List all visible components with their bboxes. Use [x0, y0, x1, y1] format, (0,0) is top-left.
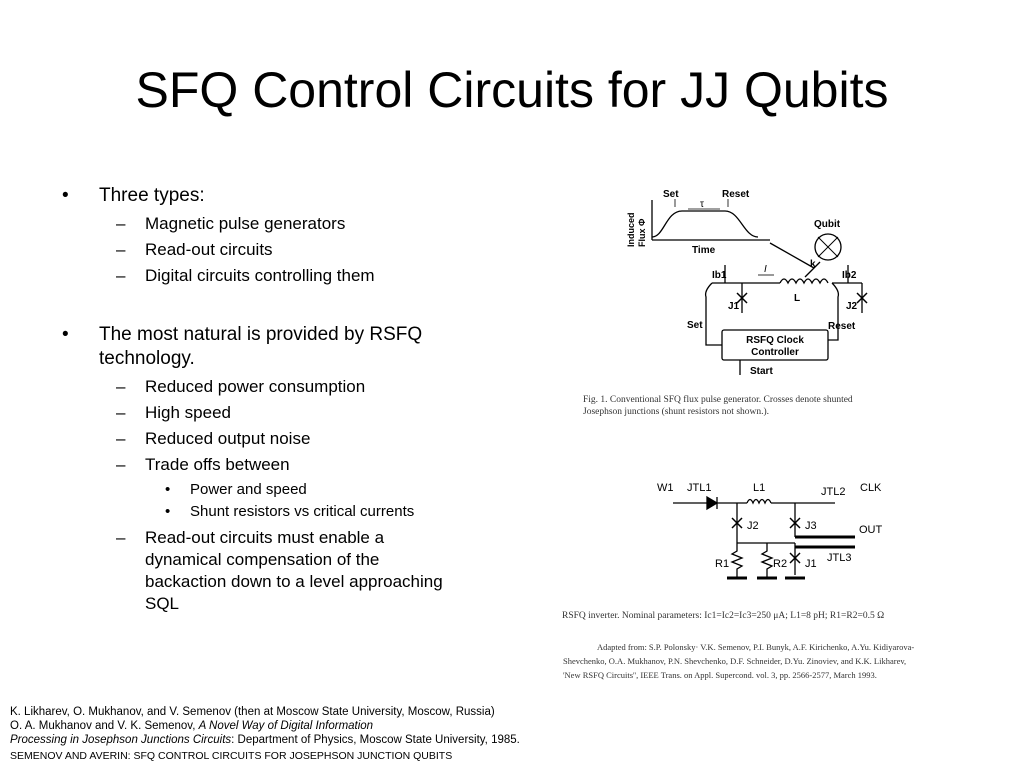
label-w1: W1: [657, 482, 674, 494]
inductor-L: [779, 278, 829, 285]
label-j3: J3: [805, 520, 817, 532]
bullet-power: Reduced power consumption: [145, 377, 366, 396]
label-induced: Induced: [626, 212, 636, 247]
resistor-r2: [760, 543, 774, 577]
label-i: I: [764, 264, 767, 275]
adapted-from-line2: Shevchenko, O.A. Mukhanov, P.N. Shevchen…: [563, 656, 907, 666]
reference-title-part2: Processing in Josephson Junctions Circui…: [10, 734, 232, 746]
dash-marker: –: [116, 528, 126, 547]
adapted-from-line3: 'New RSFQ Circuits'', IEEE Trans. on App…: [563, 670, 877, 680]
label-k: k: [810, 259, 816, 270]
bullet-readout-compensation-3: backaction down to a level approaching: [145, 572, 443, 591]
fig1-caption-line1: Fig. 1. Conventional SFQ flux pulse gene…: [583, 395, 853, 405]
bullet-readout-compensation-4: SQL: [145, 594, 180, 613]
reference-likharev: K. Likharev, O. Mukhanov, and V. Semenov…: [10, 706, 495, 718]
label-j1: J1: [728, 301, 740, 312]
rsfq-inverter-figure: W1 JTL1 L1 JTL2 CLK J2 J3 OUT JTL3 R1 R2…: [657, 482, 883, 580]
bullet-magnetic-pulse: Magnetic pulse generators: [145, 214, 346, 233]
label-r1: R1: [715, 558, 729, 570]
dash-marker: –: [116, 266, 126, 285]
bullet-readout-compensation-2: dynamical compensation of the: [145, 550, 380, 569]
dash-marker: –: [116, 429, 126, 448]
reference-mukhanov-line1: O. A. Mukhanov and V. K. Semenov, A Nove…: [10, 719, 373, 733]
fig2-caption: RSFQ inverter. Nominal parameters: Ic1=I…: [562, 611, 885, 621]
label-jtl2: JTL2: [821, 486, 845, 498]
bullet-marker: •: [62, 324, 69, 345]
inductor-l1: [746, 498, 772, 505]
bullet-rsfq-line2: technology.: [99, 348, 195, 369]
reference-semenov-averin: SEMENOV AND AVERIN: SFQ CONTROL CIRCUITS…: [10, 750, 453, 762]
label-clk: CLK: [860, 482, 882, 494]
label-jtl3: JTL3: [827, 552, 851, 564]
qubit-circle: [814, 233, 842, 261]
bullet-noise: Reduced output noise: [145, 429, 311, 448]
bullet-shunt-resistors: Shunt resistors vs critical currents: [190, 503, 415, 520]
label-reset-top: Reset: [722, 189, 750, 200]
fig1-caption-line2: Josephson junctions (shunt resistors not…: [583, 407, 770, 417]
slide-title: SFQ Control Circuits for JJ Qubits: [135, 62, 889, 118]
bullet-three-types: Three types:: [99, 185, 205, 206]
pulse-curve: [651, 210, 759, 238]
bullet-readout: Read-out circuits: [145, 240, 273, 259]
label-j1: J1: [805, 558, 817, 570]
sub-bullet-marker: •: [165, 503, 171, 520]
label-l1: L1: [753, 482, 765, 494]
rsfq-controller-box: [721, 329, 829, 361]
dash-marker: –: [116, 377, 126, 396]
label-r2: R2: [773, 558, 787, 570]
label-flux: Flux Φ: [637, 218, 647, 247]
bullet-marker: •: [62, 185, 69, 206]
dash-marker: –: [116, 214, 126, 233]
label-j2: J2: [846, 301, 858, 312]
label-set: Set: [687, 320, 703, 331]
dash-marker: –: [116, 455, 126, 474]
label-out: OUT: [859, 524, 883, 536]
label-ib1: Ib1: [712, 270, 727, 281]
reference-title-part1: A Novel Way of Digital Information: [198, 720, 374, 732]
bullet-tradeoffs: Trade offs between: [145, 455, 290, 474]
label-set-top: Set: [663, 189, 679, 200]
label-time: Time: [692, 245, 716, 256]
label-reset: Reset: [828, 321, 856, 332]
bullet-power-speed: Power and speed: [190, 481, 307, 498]
dash-marker: –: [116, 240, 126, 259]
reference-authors: O. A. Mukhanov and V. K. Semenov,: [10, 720, 199, 732]
pulse-to-coil-arrow: [769, 242, 815, 269]
bullet-rsfq-line1: The most natural is provided by RSFQ: [99, 324, 423, 345]
label-j2: J2: [747, 520, 759, 532]
diode-jtl1: [706, 495, 719, 511]
set-line: [704, 282, 722, 346]
reset-line: [828, 282, 840, 341]
label-qubit: Qubit: [814, 219, 841, 230]
label-l: L: [794, 293, 800, 304]
coupling-arrow: [804, 261, 821, 278]
adapted-from-line1: Adapted from: S.P. Polonsky· V.K. Semeno…: [597, 642, 915, 652]
label-controller: Controller: [751, 347, 799, 358]
sub-bullet-marker: •: [165, 481, 171, 498]
bullet-speed: High speed: [145, 403, 232, 422]
flux-pulse-generator-figure: Set τ Reset Induced Flux Φ Time Qubit k …: [626, 189, 868, 377]
label-start: Start: [750, 366, 773, 377]
label-ib2: Ib2: [842, 270, 857, 281]
reference-publisher: : Department of Physics, Moscow State Un…: [231, 734, 520, 746]
label-tau: τ: [700, 199, 704, 210]
bullet-readout-compensation-1: Read-out circuits must enable a: [145, 528, 385, 547]
label-jtl1: JTL1: [687, 482, 711, 494]
resistor-r1: [730, 543, 744, 577]
label-rsfq-clock: RSFQ Clock: [746, 335, 804, 346]
reference-mukhanov-line2: Processing in Josephson Junctions Circui…: [10, 733, 520, 747]
bullet-digital-circuits: Digital circuits controlling them: [145, 266, 375, 285]
dash-marker: –: [116, 403, 126, 422]
